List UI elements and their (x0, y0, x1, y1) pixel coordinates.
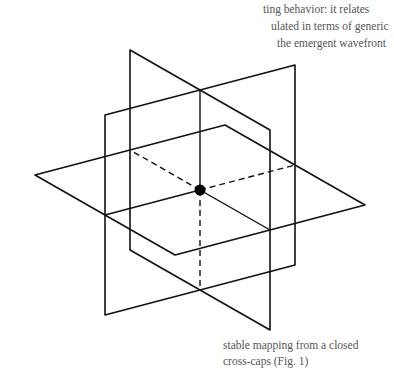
intersection-line (199, 90, 200, 190)
page-text: stable mapping from a closed (222, 338, 359, 352)
page-text: the emergent wavefront (276, 36, 387, 50)
vertical-plane (130, 50, 270, 330)
intersection-line (200, 190, 270, 230)
intersection-line (200, 165, 295, 190)
intersection-line (105, 190, 200, 215)
intersection-line (130, 150, 200, 190)
page-text: ting behavior: it relates (262, 2, 370, 16)
page-text: cross-caps (Fig. 1) (222, 354, 309, 368)
intersection-line (199, 190, 200, 290)
intersection-point (195, 185, 206, 196)
page-text: ulated in terms of generic (270, 19, 390, 33)
vertical-plane (105, 65, 295, 315)
